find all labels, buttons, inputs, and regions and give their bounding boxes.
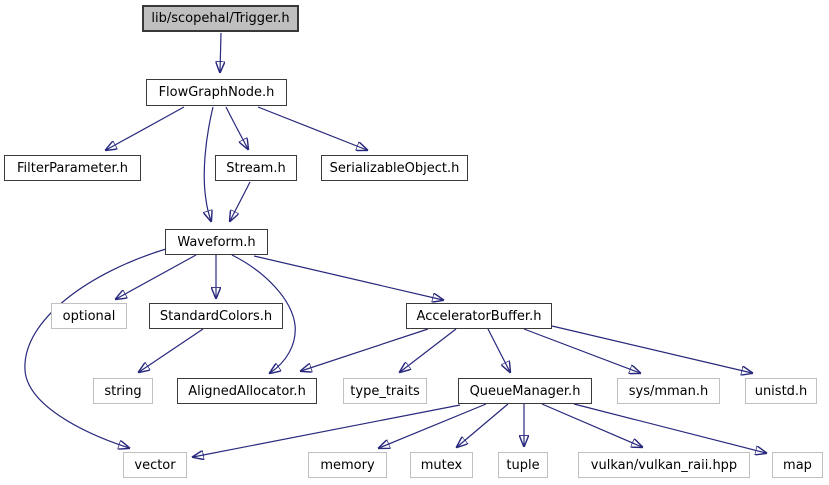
edge-flowgraphnode-to-filterparameter: [106, 106, 185, 150]
node-queuemanager-h[interactable]: QueueManager.h: [458, 378, 592, 404]
node-vulkan-vulkan-raii-hpp: vulkan/vulkan_raii.hpp: [578, 452, 750, 478]
edge-acceleratorbuffer-to-queuemanager: [487, 328, 510, 372]
node-type-traits: type_traits: [343, 378, 427, 404]
node-acceleratorbuffer-h[interactable]: AcceleratorBuffer.h: [406, 303, 552, 329]
node-stream-h[interactable]: Stream.h: [215, 155, 297, 181]
edge-waveform-to-alignedallocator: [231, 254, 296, 373]
node-flowgraphnode-h[interactable]: FlowGraphNode.h: [146, 79, 287, 106]
node-filterparameter-h[interactable]: FilterParameter.h: [4, 155, 141, 181]
node-sys-mman-h: sys/mman.h: [617, 378, 720, 404]
edge-standardcolors-to-string: [139, 328, 204, 372]
edge-acceleratorbuffer-to-alignedallocator: [301, 328, 429, 371]
node-string: string: [93, 378, 153, 404]
edge-queuemanager-to-mutex: [457, 403, 509, 447]
edge-queuemanager-to-map: [573, 403, 766, 453]
edge-acceleratorbuffer-to-sysmman: [523, 328, 640, 373]
node-map: map: [772, 452, 823, 478]
node-waveform-h[interactable]: Waveform.h: [165, 229, 268, 255]
edge-acceleratorbuffer-to-typetraits: [400, 328, 457, 372]
edge-waveform-to-optional: [116, 254, 197, 299]
node-memory: memory: [308, 452, 387, 478]
edge-queuemanager-to-vector: [193, 404, 461, 457]
node-vector: vector: [123, 452, 187, 478]
edge-flowgraphnode-to-stream: [225, 106, 248, 149]
edge-stream-to-waveform: [230, 181, 251, 221]
edge-waveform-to-acceleratorbuffer: [253, 255, 443, 300]
node-standardcolors-h[interactable]: StandardColors.h: [149, 303, 283, 329]
node-optional: optional: [51, 303, 127, 329]
edge-trigger-to-flowgraphnode: [220, 32, 221, 72]
edge-waveform-to-vector: [24, 248, 167, 448]
node-tuple: tuple: [498, 452, 548, 478]
edge-flowgraphnode-to-serializableobject: [257, 106, 367, 150]
edge-flowgraphnode-to-waveform: [204, 106, 214, 221]
edge-queuemanager-to-memory: [379, 403, 487, 448]
node-serializableobject-h[interactable]: SerializableObject.h: [321, 155, 468, 181]
edge-queuemanager-to-vulkanraii: [541, 403, 642, 447]
node-unistd-h: unistd.h: [745, 378, 817, 404]
node-alignedallocator-h[interactable]: AlignedAllocator.h: [177, 378, 317, 404]
node-trigger-h: lib/scopehal/Trigger.h: [142, 5, 299, 32]
node-mutex: mutex: [410, 452, 473, 478]
edge-acceleratorbuffer-to-unistd: [551, 325, 752, 373]
